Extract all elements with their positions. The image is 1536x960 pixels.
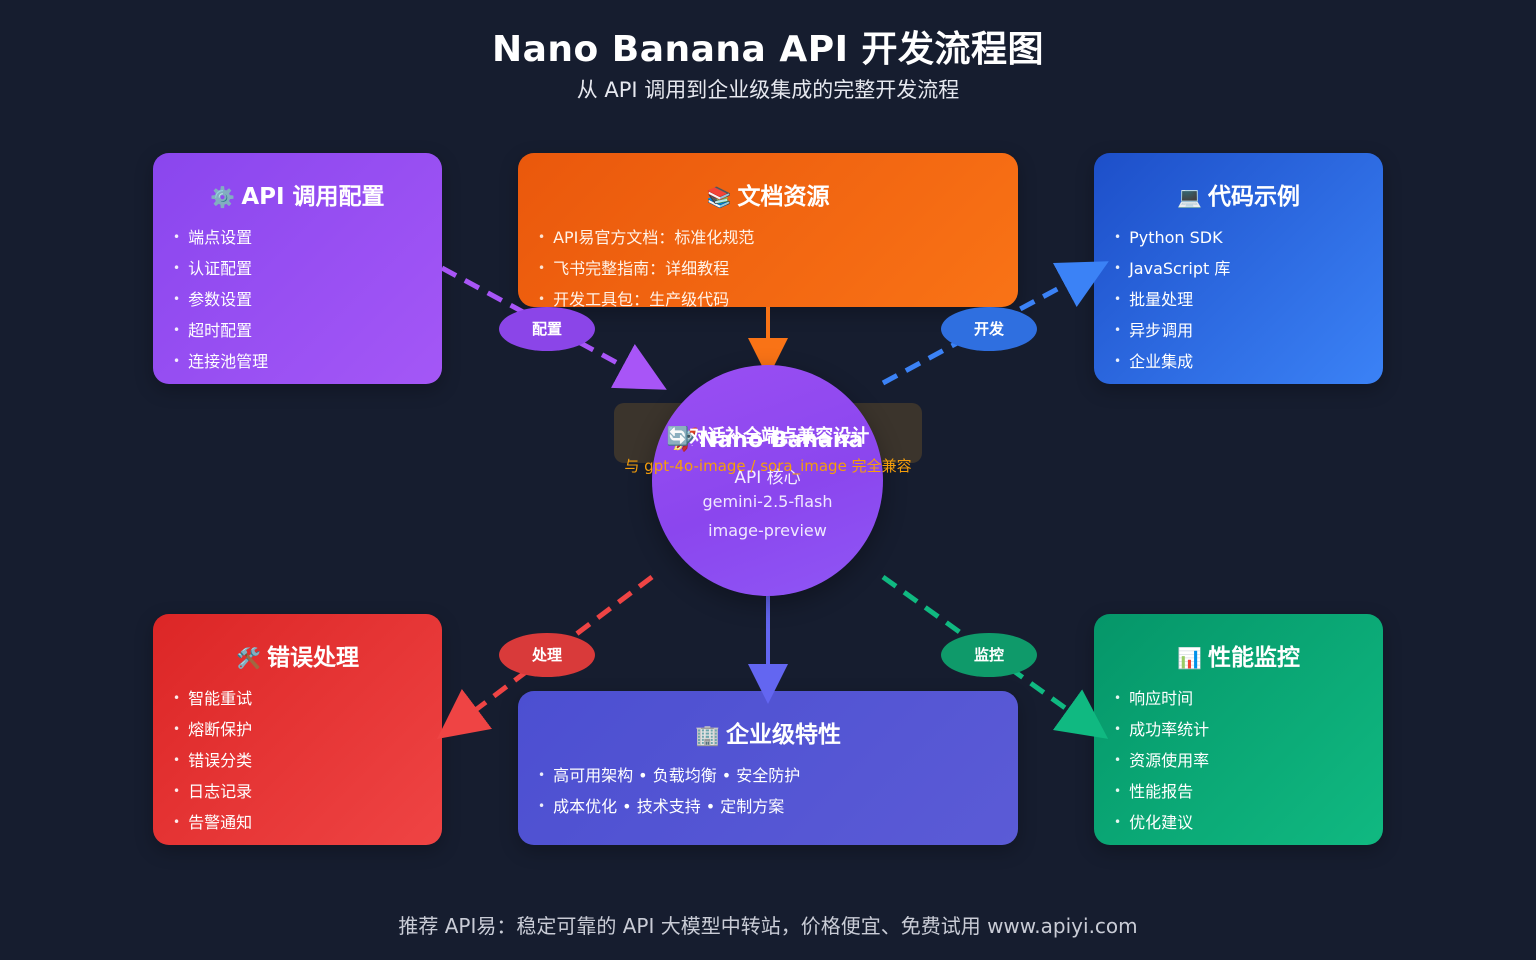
card-code-examples: 💻代码示例 Python SDK JavaScript 库 批量处理 异步调用 … bbox=[1094, 153, 1383, 384]
list-item: 成本优化 • 技术支持 • 定制方案 bbox=[538, 792, 800, 823]
card-api-config-title: ⚙️API 调用配置 bbox=[153, 177, 442, 211]
core-title: 🚀Nano Banana bbox=[652, 428, 883, 453]
card-code-title: 💻代码示例 bbox=[1094, 177, 1383, 211]
list-item: 响应时间 bbox=[1114, 684, 1209, 715]
gear-icon: ⚙️ bbox=[210, 185, 236, 209]
card-title-text: 性能监控 bbox=[1207, 645, 1300, 671]
core-model-line1: gemini-2.5-flash bbox=[702, 492, 833, 511]
banner-title-text: 对话补全端点兼容设计 bbox=[689, 426, 870, 447]
card-api-config: ⚙️API 调用配置 端点设置 认证配置 参数设置 超时配置 连接池管理 bbox=[153, 153, 442, 384]
list-item: 错误分类 bbox=[173, 746, 252, 777]
list-item: 熔断保护 bbox=[173, 715, 252, 746]
connector-label-handle: 处理 bbox=[499, 633, 595, 677]
card-error-handling: 🛠️错误处理 智能重试 熔断保护 错误分类 日志记录 告警通知 bbox=[153, 614, 442, 845]
card-title-text: 文档资源 bbox=[737, 184, 830, 210]
core-subtitle: API 核心 bbox=[734, 468, 801, 488]
refresh-icon: 🔄 bbox=[666, 426, 690, 447]
list-item: 高可用架构 • 负载均衡 • 安全防护 bbox=[538, 761, 800, 792]
list-item: 参数设置 bbox=[173, 285, 268, 316]
card-title-text: API 调用配置 bbox=[241, 184, 385, 210]
connector-dev bbox=[881, 261, 1109, 386]
core-title-text: Nano Banana bbox=[699, 428, 864, 453]
connector-handle bbox=[437, 575, 654, 740]
list-item: 飞书完整指南：详细教程 bbox=[538, 254, 754, 285]
card-enterprise: 🏢企业级特性 高可用架构 • 负载均衡 • 安全防护 成本优化 • 技术支持 •… bbox=[518, 691, 1018, 845]
card-title-text: 错误处理 bbox=[266, 645, 359, 671]
card-title-text: 企业级特性 bbox=[725, 722, 841, 748]
list-item: 异步调用 bbox=[1114, 316, 1230, 347]
connector-label-dev: 开发 bbox=[941, 307, 1037, 351]
card-error-title: 🛠️错误处理 bbox=[153, 638, 442, 672]
card-enterprise-title: 🏢企业级特性 bbox=[518, 715, 1018, 749]
list-item: 资源使用率 bbox=[1114, 746, 1209, 777]
list-item: 成功率统计 bbox=[1114, 715, 1209, 746]
diagram-title: Nano Banana API 开发流程图 bbox=[491, 29, 1045, 70]
tools-icon: 🛠️ bbox=[236, 646, 261, 670]
card-title-text: 代码示例 bbox=[1207, 184, 1300, 210]
card-docs: 📚文档资源 API易官方文档：标准化规范 飞书完整指南：详细教程 开发工具包：生… bbox=[518, 153, 1018, 309]
books-icon: 📚 bbox=[706, 185, 732, 209]
core-circle bbox=[652, 365, 883, 596]
list-item: 开发工具包：生产级代码 bbox=[538, 285, 754, 316]
list-item: 智能重试 bbox=[173, 684, 252, 715]
card-monitor-title: 📊性能监控 bbox=[1094, 638, 1383, 672]
list-item: 告警通知 bbox=[173, 808, 252, 839]
connector-config bbox=[440, 265, 667, 390]
bar-chart-icon: 📊 bbox=[1177, 646, 1202, 670]
banner-title: 🔄对话补全端点兼容设计 bbox=[614, 422, 922, 448]
footer-note: 推荐 API易：稳定可靠的 API 大模型中转站，价格便宜、免费试用 www.a… bbox=[398, 914, 1138, 938]
list-item: 优化建议 bbox=[1114, 808, 1209, 839]
card-docs-title: 📚文档资源 bbox=[518, 177, 1018, 211]
card-monitor-list: 响应时间 成功率统计 资源使用率 性能报告 优化建议 bbox=[1114, 684, 1209, 839]
rocket-icon: 🚀 bbox=[671, 428, 700, 453]
list-item: 批量处理 bbox=[1114, 285, 1230, 316]
list-item: 日志记录 bbox=[173, 777, 252, 808]
card-code-list: Python SDK JavaScript 库 批量处理 异步调用 企业集成 bbox=[1114, 223, 1230, 378]
list-item: JavaScript 库 bbox=[1114, 254, 1230, 285]
list-item: 连接池管理 bbox=[173, 347, 268, 378]
connector-label-monitor: 监控 bbox=[941, 633, 1037, 677]
laptop-icon: 💻 bbox=[1177, 185, 1202, 209]
list-item: 企业集成 bbox=[1114, 347, 1230, 378]
list-item: Python SDK bbox=[1114, 223, 1230, 254]
card-error-list: 智能重试 熔断保护 错误分类 日志记录 告警通知 bbox=[173, 684, 252, 839]
connector-label-config: 配置 bbox=[499, 307, 595, 351]
banner-subtitle: 与 gpt-4o-image / sora_image 完全兼容 bbox=[624, 457, 912, 475]
list-item: API易官方文档：标准化规范 bbox=[538, 223, 754, 254]
card-enterprise-list: 高可用架构 • 负载均衡 • 安全防护 成本优化 • 技术支持 • 定制方案 bbox=[538, 761, 800, 823]
diagram-subtitle: 从 API 调用到企业级集成的完整开发流程 bbox=[576, 78, 960, 102]
card-api-config-list: 端点设置 认证配置 参数设置 超时配置 连接池管理 bbox=[173, 223, 268, 378]
list-item: 超时配置 bbox=[173, 316, 268, 347]
card-docs-list: API易官方文档：标准化规范 飞书完整指南：详细教程 开发工具包：生产级代码 bbox=[538, 223, 754, 316]
list-item: 认证配置 bbox=[173, 254, 268, 285]
core-model-line2: image-preview bbox=[708, 521, 827, 540]
list-item: 性能报告 bbox=[1114, 777, 1209, 808]
card-performance-monitor: 📊性能监控 响应时间 成功率统计 资源使用率 性能报告 优化建议 bbox=[1094, 614, 1383, 845]
building-icon: 🏢 bbox=[695, 723, 720, 747]
list-item: 端点设置 bbox=[173, 223, 268, 254]
